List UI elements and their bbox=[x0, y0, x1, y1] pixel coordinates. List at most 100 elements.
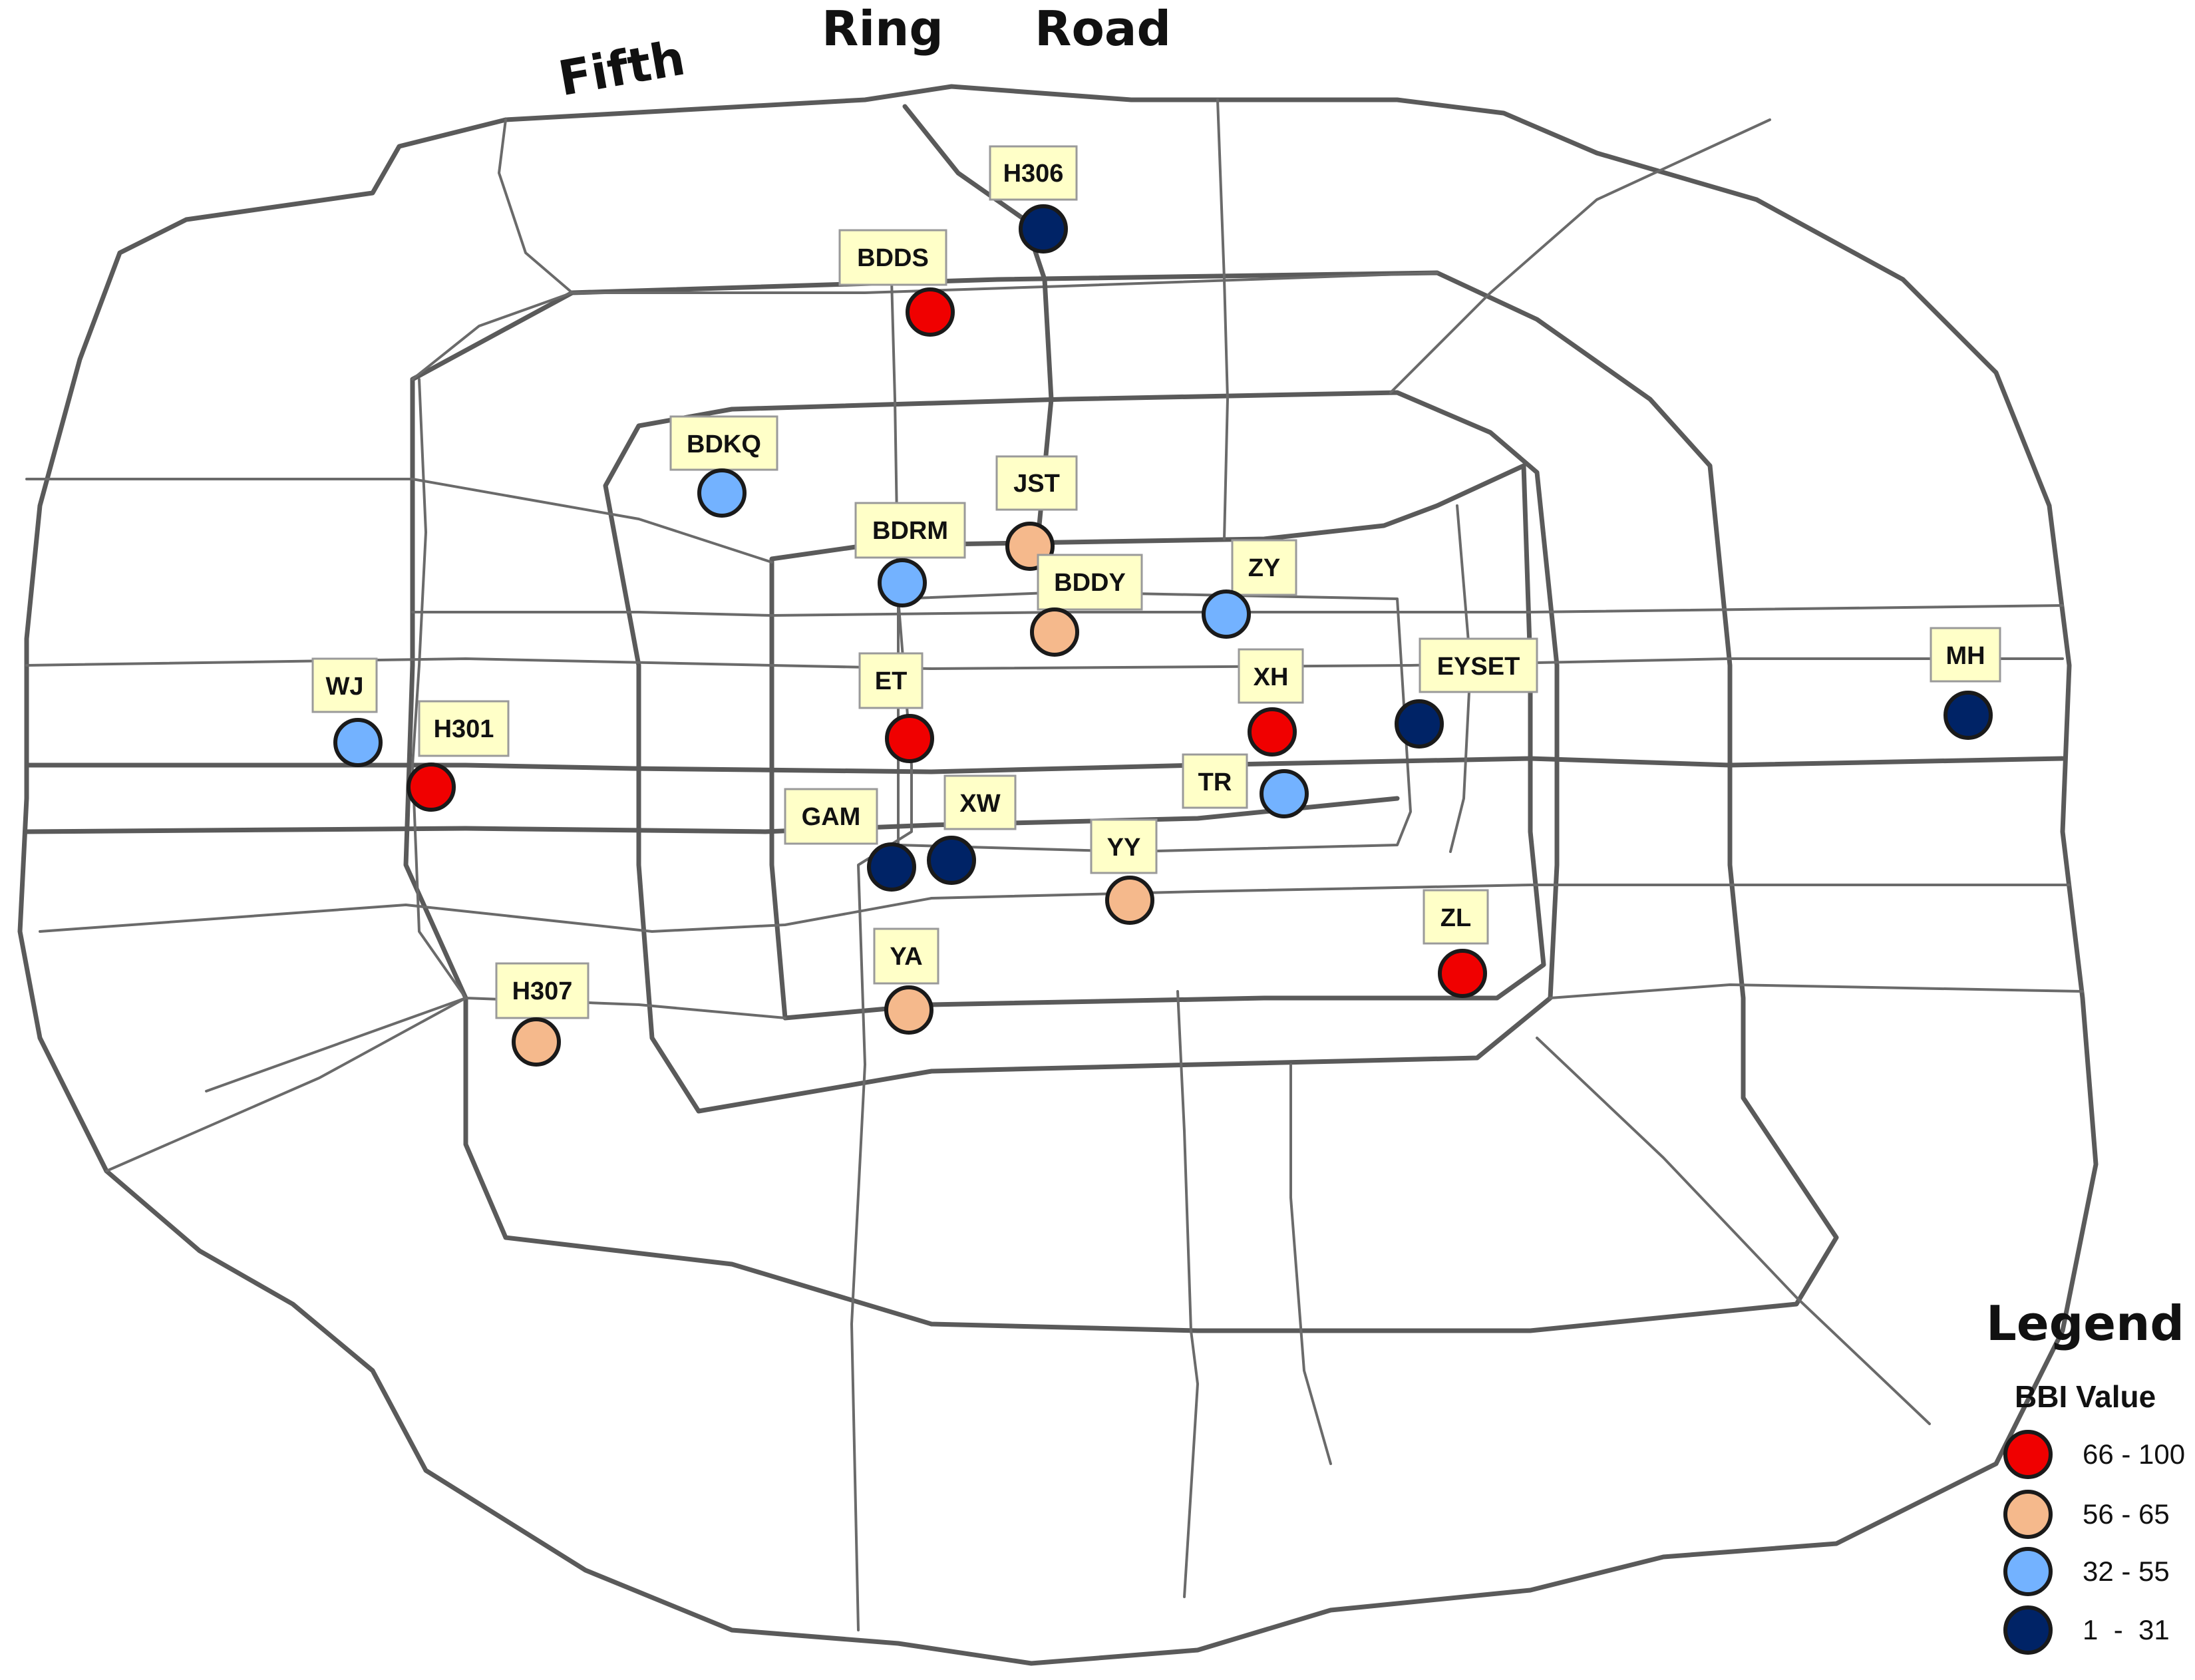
station-marker[interactable] bbox=[927, 836, 976, 885]
station-H307[interactable]: H307 bbox=[495, 962, 590, 1067]
station-XW[interactable]: XW bbox=[927, 774, 1017, 885]
station-H301[interactable]: H301 bbox=[407, 700, 510, 812]
station-label: EYSET bbox=[1437, 653, 1520, 681]
station-JST[interactable]: JST bbox=[995, 455, 1078, 571]
legend-swatch bbox=[2003, 1430, 2053, 1479]
north-east-west-road-1 bbox=[25, 657, 2064, 670]
station-label: ET bbox=[875, 667, 908, 695]
station-label: ZL bbox=[1440, 904, 1471, 932]
station-label-box bbox=[995, 455, 1078, 511]
station-marker[interactable] bbox=[878, 558, 927, 607]
station-marker[interactable] bbox=[697, 468, 747, 518]
station-label-box bbox=[1037, 554, 1143, 611]
station-BDKQ[interactable]: BDKQ bbox=[669, 415, 778, 518]
station-marker[interactable] bbox=[1395, 699, 1444, 749]
station-BDRM[interactable]: BDRM bbox=[854, 502, 966, 607]
station-label-box bbox=[989, 145, 1078, 201]
station-label: XH bbox=[1254, 663, 1289, 691]
station-EYSET[interactable]: EYSET bbox=[1395, 637, 1538, 749]
station-label-box bbox=[669, 415, 778, 471]
station-TR[interactable]: TR bbox=[1182, 753, 1309, 818]
ring-road-word-ring: Ring bbox=[822, 1, 943, 57]
station-label-box bbox=[1419, 637, 1538, 693]
station-ZL[interactable]: ZL bbox=[1423, 889, 1489, 998]
southwest-diagonal bbox=[105, 997, 467, 1172]
station-label: WJ bbox=[326, 673, 364, 701]
north-connector bbox=[498, 118, 574, 294]
station-label: ZY bbox=[1248, 554, 1281, 582]
legend-title: Legend bbox=[1986, 1295, 2184, 1351]
station-marker[interactable] bbox=[885, 714, 934, 763]
legend-item: 1 - 31 bbox=[2003, 1605, 2170, 1655]
station-label-box bbox=[858, 652, 924, 709]
station-marker[interactable] bbox=[1248, 707, 1297, 756]
station-label: H306 bbox=[1003, 160, 1064, 188]
station-label: BDDY bbox=[1054, 569, 1126, 597]
changan-avenue bbox=[24, 756, 2065, 774]
legend-range-label: 32 - 55 bbox=[2083, 1556, 2170, 1587]
station-label: BDDS bbox=[857, 244, 929, 272]
second-ring-road bbox=[769, 463, 1546, 1021]
station-marker[interactable] bbox=[1943, 691, 1993, 740]
station-marker[interactable] bbox=[1105, 876, 1154, 925]
station-marker[interactable] bbox=[407, 762, 456, 812]
ring-road-word-road: Road bbox=[1035, 1, 1171, 57]
station-label: BDRM bbox=[872, 517, 948, 545]
station-label-box bbox=[873, 927, 939, 985]
station-ZY[interactable]: ZY bbox=[1202, 539, 1297, 639]
station-YY[interactable]: YY bbox=[1090, 818, 1158, 925]
ns-road-2 bbox=[1216, 98, 1229, 540]
legend-swatch bbox=[2003, 1547, 2053, 1596]
ne-expressway bbox=[1389, 118, 1771, 394]
station-marker[interactable] bbox=[1202, 589, 1251, 639]
station-YA[interactable]: YA bbox=[873, 927, 939, 1035]
station-MH[interactable]: MH bbox=[1930, 627, 2001, 740]
station-WJ[interactable]: WJ bbox=[311, 657, 383, 767]
station-marker[interactable] bbox=[906, 287, 955, 337]
station-label-box bbox=[1930, 627, 2001, 683]
station-marker[interactable] bbox=[512, 1017, 561, 1067]
north-east-west-road-2 bbox=[411, 604, 2064, 617]
station-label-box bbox=[943, 774, 1017, 830]
station-label: YY bbox=[1107, 834, 1141, 862]
ns-road-6 bbox=[1449, 504, 1472, 853]
station-H306[interactable]: H306 bbox=[989, 145, 1078, 253]
station-label-box bbox=[495, 962, 590, 1019]
third-ring-road bbox=[603, 390, 1560, 1114]
station-marker[interactable] bbox=[1438, 949, 1487, 998]
station-XH[interactable]: XH bbox=[1238, 648, 1304, 756]
fourth-ring-road bbox=[403, 270, 1839, 1333]
station-ET[interactable]: ET bbox=[858, 652, 934, 763]
station-label: H307 bbox=[512, 977, 573, 1005]
station-label-box bbox=[311, 657, 378, 713]
legend-swatch bbox=[2003, 1605, 2053, 1655]
station-marker[interactable] bbox=[1260, 769, 1309, 818]
station-GAM[interactable]: GAM bbox=[784, 788, 916, 892]
se-expressway bbox=[1536, 1037, 1931, 1425]
station-label: GAM bbox=[802, 803, 861, 831]
station-label-box bbox=[784, 788, 878, 845]
station-label-box bbox=[1231, 539, 1297, 596]
station-marker[interactable] bbox=[884, 985, 933, 1035]
station-marker[interactable] bbox=[867, 842, 916, 892]
road-network bbox=[17, 84, 2099, 1666]
station-label: YA bbox=[890, 943, 922, 971]
station-label: JST bbox=[1013, 470, 1060, 498]
station-BDDY[interactable]: BDDY bbox=[1030, 554, 1143, 657]
legend-subtitle: BBI Value bbox=[2015, 1379, 2156, 1414]
south-east-west-road-1 bbox=[39, 884, 2071, 933]
station-label: MH bbox=[1945, 642, 1985, 670]
legend-range-label: 1 - 31 bbox=[2083, 1614, 2170, 1645]
legend: Legend BBI Value 66 - 100 56 - 65 32 - 5… bbox=[1986, 1295, 2185, 1655]
station-marker[interactable] bbox=[333, 718, 383, 767]
station-marker[interactable] bbox=[1019, 204, 1068, 253]
north-east-west-road-4 bbox=[571, 271, 1438, 294]
ns-road-3 bbox=[1176, 990, 1199, 1598]
station-BDDS[interactable]: BDDS bbox=[838, 229, 955, 337]
station-marker[interactable] bbox=[1030, 607, 1079, 657]
station-label: H301 bbox=[434, 715, 494, 743]
south-east-west-road-3 bbox=[1549, 983, 2084, 999]
legend-range-label: 56 - 65 bbox=[2083, 1498, 2170, 1530]
ns-road-4 bbox=[411, 378, 467, 999]
